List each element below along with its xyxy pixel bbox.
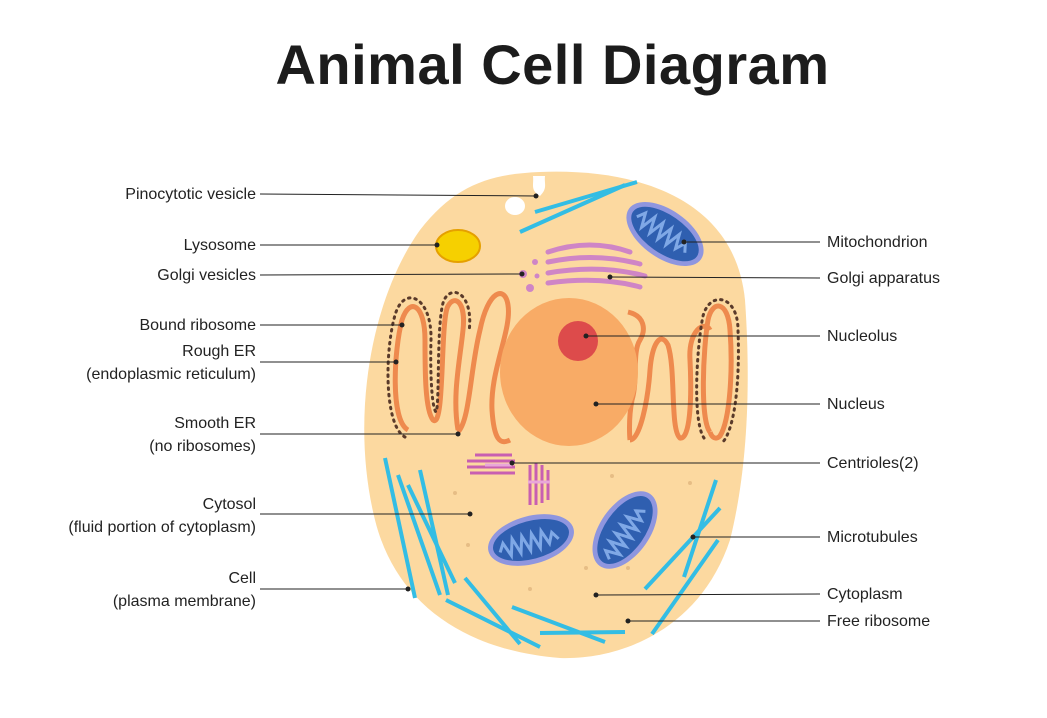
label-mitochondrion: Mitochondrion	[827, 234, 928, 251]
pinocytotic-vesicle-shape	[505, 176, 546, 215]
label-microtubules: Microtubules	[827, 529, 918, 546]
lysosome-shape	[435, 229, 481, 263]
centrioles-shape	[467, 453, 550, 505]
label-nucleolus: Nucleolus	[827, 328, 898, 345]
free-ribosomes	[453, 474, 692, 591]
label-cell-membrane: Cell (plasma membrane)	[112, 570, 256, 610]
page-title: Animal Cell Diagram	[275, 33, 830, 96]
label-free-ribosome: Free ribosome	[827, 613, 931, 630]
nucleolus-shape	[558, 321, 598, 361]
mitochondrion-top	[626, 202, 704, 266]
label-lysosome: Lysosome	[183, 237, 256, 254]
leader-dots	[393, 193, 696, 624]
smooth-er-shape	[456, 291, 512, 445]
label-golgi-vesicles: Golgi vesicles	[157, 267, 256, 284]
label-cytosol: Cytosol (fluid portion of cytoplasm)	[68, 496, 256, 536]
label-centrioles: Centrioles(2)	[827, 455, 919, 472]
label-smooth-er: Smooth ER (no ribosomes)	[149, 415, 256, 455]
label-bound-ribosome: Bound ribosome	[139, 317, 256, 334]
label-pinocytotic-vesicle: Pinocytotic vesicle	[125, 186, 256, 203]
label-cytoplasm: Cytoplasm	[827, 586, 903, 603]
mitochondrion-bottom-right	[592, 491, 658, 569]
mitochondrion-bottom-left	[488, 514, 574, 566]
nucleus-shape	[500, 298, 638, 446]
leader-lines	[259, 193, 821, 622]
label-nucleus: Nucleus	[827, 396, 885, 413]
golgi-apparatus-shape	[519, 242, 648, 292]
label-golgi-apparatus: Golgi apparatus	[827, 270, 940, 287]
label-rough-er: Rough ER (endoplasmic reticulum)	[86, 343, 256, 383]
microtubule-group	[383, 180, 722, 649]
